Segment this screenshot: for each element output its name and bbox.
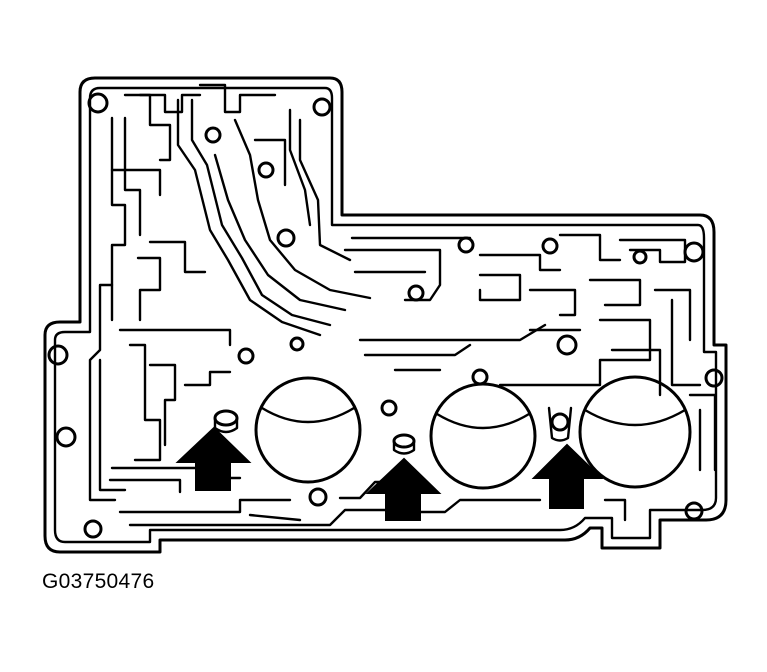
accumulator-bores: [254, 375, 692, 490]
plate-outline: [43, 76, 728, 554]
bolt-hole: [457, 236, 475, 254]
arrow-up-icon: [531, 443, 604, 509]
bolt-hole: [312, 97, 332, 117]
bolt-hole: [541, 237, 559, 255]
bolt-hole: [83, 519, 103, 539]
bolt-hole: [308, 487, 328, 507]
bolt-hole: [683, 241, 705, 263]
fluid-passages: [88, 83, 717, 527]
accumulator-bore-middle: [429, 382, 537, 490]
bolt-hole: [380, 399, 398, 417]
check-ball-left: [213, 409, 239, 434]
accumulator-bore-right: [578, 375, 692, 489]
bolt-hole: [407, 284, 425, 302]
bolt-hole: [289, 336, 305, 352]
bolt-hole: [684, 501, 704, 521]
bolt-hole: [257, 161, 275, 179]
bolt-hole: [87, 92, 109, 114]
bolt-hole: [471, 368, 489, 386]
bolt-hole: [704, 368, 724, 388]
check-ball-middle: [392, 433, 416, 455]
plate-inner-outline: [53, 86, 718, 544]
accumulator-bore-left: [254, 376, 362, 484]
bolt-hole: [55, 426, 77, 448]
arrow-up-icon: [365, 457, 442, 521]
bolt-hole: [632, 249, 648, 265]
bolt-hole: [47, 344, 69, 366]
bolt-hole: [237, 347, 255, 365]
bolt-hole: [276, 228, 296, 248]
callout-arrows: [175, 426, 604, 521]
bolt-hole: [556, 334, 578, 356]
figure-code: G03750476: [42, 570, 155, 593]
check-ball-right: [547, 406, 573, 442]
bolt-hole: [204, 126, 222, 144]
arrow-up-icon: [175, 426, 252, 491]
bolt-holes: [47, 92, 724, 539]
